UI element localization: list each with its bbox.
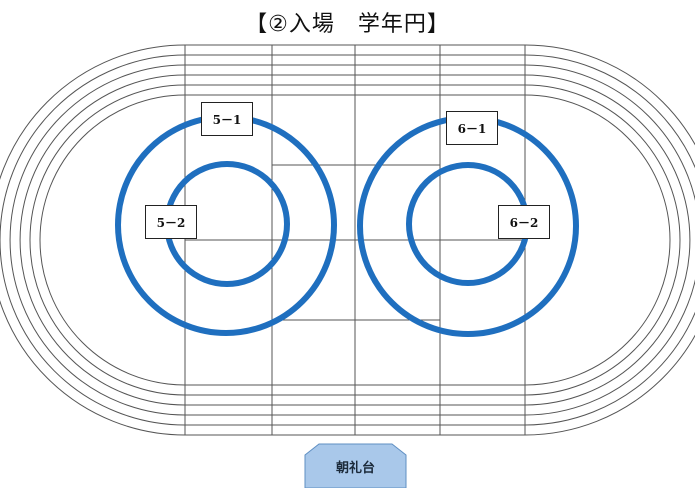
page-title: 【②入場 学年円】 [245,12,450,37]
class-label-5-2: 5－2 [145,205,197,239]
class-label-5-1: 5－1 [201,102,253,136]
stage-shape [304,443,407,488]
class-label-6-1: 6－1 [446,111,498,145]
class-label-6-2: 6－2 [498,205,550,239]
stage: 朝礼台 [305,444,406,488]
stage-label: 朝礼台 [335,460,375,476]
